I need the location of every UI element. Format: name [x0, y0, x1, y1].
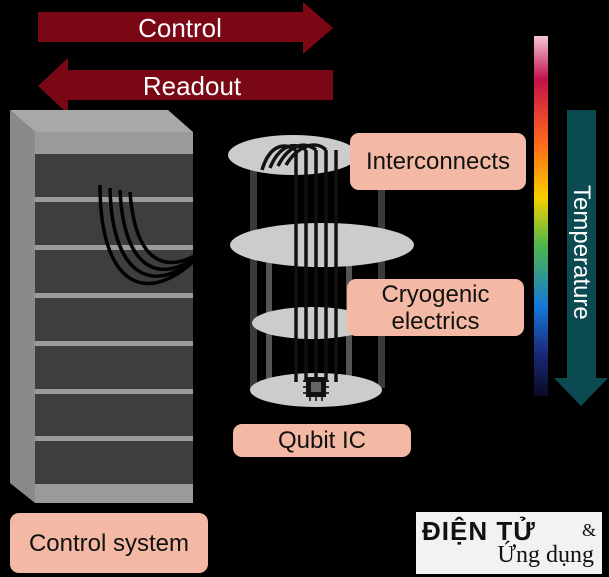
readout-arrow-label: Readout — [142, 70, 242, 101]
temperature-label: Temperature — [568, 185, 595, 320]
logo-line2: Ứng dụng — [497, 542, 594, 568]
logo-ampersand: & — [581, 520, 596, 540]
logo-line1: ĐIỆN TỬ — [422, 516, 536, 546]
control-arrow-label: Control — [138, 12, 222, 43]
qubit-ic-label: Qubit IC — [233, 424, 411, 457]
control-system-label: Control system — [10, 513, 208, 573]
site-logo: ĐIỆN TỬ & Ứng dụng — [416, 512, 602, 574]
control-cabinet — [10, 110, 193, 503]
readout-arrow — [38, 58, 333, 114]
qubit-chip — [303, 377, 329, 401]
cryogenic-electrics-label: Cryogenic electrics — [347, 279, 524, 336]
control-arrow — [38, 2, 333, 54]
interconnects-label: Interconnects — [350, 133, 526, 190]
cryostat — [228, 135, 414, 407]
temperature-arrow — [554, 110, 608, 406]
temperature-colorbar — [534, 36, 548, 396]
